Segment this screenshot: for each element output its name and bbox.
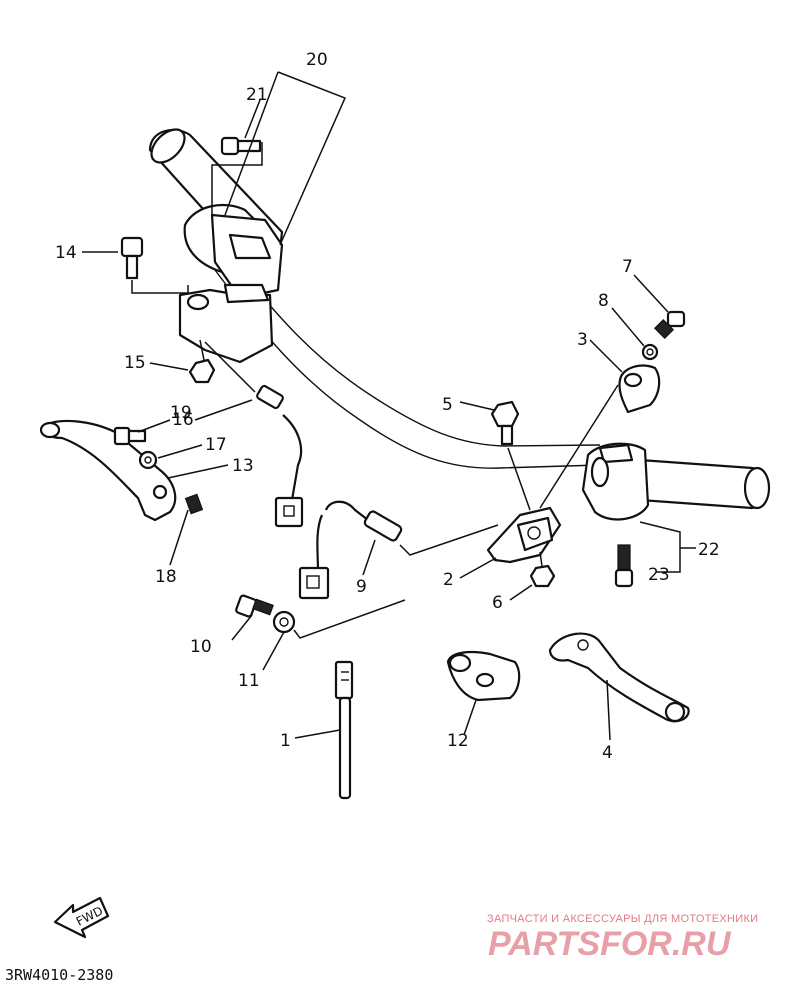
- callout-19: 19: [170, 403, 192, 423]
- clamp-3: [618, 364, 661, 414]
- bolt-5: [490, 400, 531, 511]
- callout-21: 21: [246, 85, 268, 105]
- callout-23: 23: [648, 565, 670, 585]
- callout-7: 7: [622, 257, 633, 277]
- fwd-arrow-icon: FWD: [53, 896, 110, 939]
- callout-11: 11: [238, 671, 260, 691]
- callout-22: 22: [698, 540, 720, 560]
- nut-15: [188, 339, 216, 384]
- brake-switch-9: [298, 500, 499, 600]
- callout-5: 5: [442, 395, 453, 415]
- callout-1: 1: [280, 731, 291, 751]
- nut-6: [529, 551, 556, 588]
- callout-3: 3: [577, 330, 588, 350]
- screw-7: [653, 310, 686, 340]
- brake-lever-4: [548, 632, 690, 723]
- clutch-lever-13: [39, 419, 177, 522]
- callout-20: 20: [306, 50, 328, 70]
- washer-8: [641, 343, 659, 361]
- diagram-code: 3RW4010-2380: [5, 966, 113, 984]
- callout-8: 8: [598, 291, 609, 311]
- bolt-10: [235, 594, 274, 618]
- callout-13: 13: [232, 456, 254, 476]
- nut-11: [272, 599, 406, 639]
- callout-18: 18: [155, 567, 177, 587]
- callout-10: 10: [190, 637, 212, 657]
- callout-15: 15: [124, 353, 146, 373]
- callout-labels: 20 21 14 15 19 16 17 13 18 9 10 11 1 12 …: [55, 50, 720, 763]
- watermark-tagline: ЗАПЧАСТИ И АКСЕССУАРЫ ДЛЯ МОТОТЕХНИКИ: [487, 913, 758, 925]
- callout-17: 17: [205, 435, 227, 455]
- nut-17: [138, 450, 158, 470]
- callout-4: 4: [602, 743, 613, 763]
- watermark-logo: PARTSFOR.RU: [488, 925, 732, 963]
- cable-tie-1: [334, 660, 354, 800]
- bolt-16: [113, 426, 147, 446]
- switch-assembly-22: [581, 442, 650, 521]
- bolt-14: [120, 236, 189, 294]
- screw-21: [211, 136, 263, 215]
- watermark: ЗАПЧАСТИ И АКСЕССУАРЫ ДЛЯ МОТОТЕХНИКИ PA…: [487, 913, 758, 963]
- callout-14: 14: [55, 243, 77, 263]
- screw-18: [184, 493, 204, 515]
- callout-6: 6: [492, 593, 503, 613]
- clutch-switch-19: [204, 341, 304, 528]
- leader-lines: [82, 71, 696, 741]
- bracket-2: [486, 506, 562, 564]
- callout-16: 16: [172, 410, 194, 430]
- right-grip: [638, 458, 771, 510]
- callout-12: 12: [447, 731, 469, 751]
- screw-23: [614, 544, 634, 588]
- lever-holder-12: [446, 651, 521, 702]
- callout-2: 2: [443, 570, 454, 590]
- throttle-housing: [178, 213, 284, 364]
- callout-9: 9: [356, 577, 367, 597]
